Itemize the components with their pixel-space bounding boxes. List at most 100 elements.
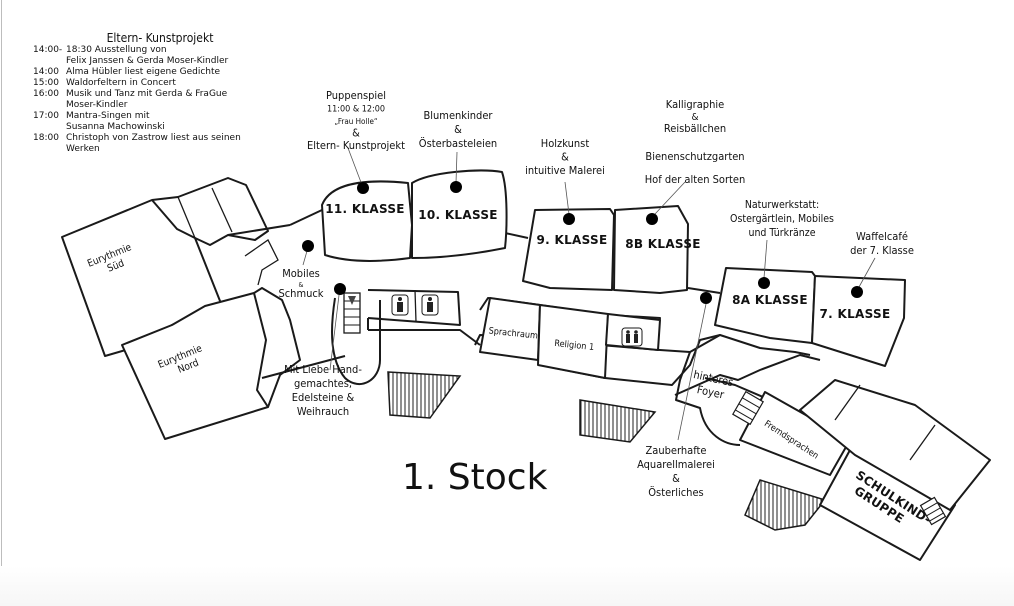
- restroom-icon: [391, 294, 409, 316]
- schedule-heading: Eltern- Kunstprojekt: [107, 31, 214, 45]
- label-line: und Türkränze: [748, 227, 815, 239]
- label-line: 11:00 & 12:00: [327, 105, 385, 115]
- location-dot-icon[interactable]: [302, 240, 314, 252]
- label-line: Österbasteleien: [419, 137, 497, 150]
- schedule-text: Moser-Kindler: [66, 100, 128, 110]
- room-label-7: 7. KLASSE: [820, 307, 891, 321]
- location-dot-icon[interactable]: [563, 213, 575, 225]
- room-label-9: 9. KLASSE: [537, 233, 608, 247]
- stairwell-west: [331, 292, 381, 385]
- label-line: Aquarellmalerei: [637, 458, 715, 471]
- label-line: Weihrauch: [297, 405, 349, 418]
- room-east-upper: [799, 379, 991, 511]
- schedule-text: Alma Hübler liest eigene Gedichte: [66, 67, 220, 77]
- label-line: Zauberhafte: [646, 444, 707, 457]
- label-line: Blumenkinder: [423, 109, 493, 122]
- room-label-11: 11. KLASSE: [325, 202, 405, 216]
- room-label-8a: 8A KLASSE: [732, 293, 808, 307]
- label-line: Ostergärtlein, Mobiles: [730, 213, 834, 225]
- schedule-time: 17:00: [33, 111, 59, 121]
- classroom-8b[interactable]: [613, 205, 689, 294]
- schedule-time: 16:00: [33, 89, 59, 99]
- schedule-time: 15:00: [33, 78, 59, 88]
- floor-title: 1. Stock: [402, 457, 548, 498]
- label-line: der 7. Klasse: [850, 244, 914, 257]
- label-line: Österliches: [648, 486, 703, 499]
- label-line: Holzkunst: [541, 137, 590, 150]
- classroom-11[interactable]: [321, 180, 413, 262]
- location-dot-icon[interactable]: [851, 286, 863, 298]
- label-line: Waffelcafé: [856, 230, 908, 243]
- schedule-text: Werken: [66, 144, 100, 154]
- east-wing: [675, 351, 991, 561]
- label-line: Naturwerkstatt:: [745, 199, 819, 211]
- svg-text:Foyer: Foyer: [696, 383, 726, 402]
- label-handgemachtes: Mit Liebe Hand-gemachtes,Edelsteine &Wei…: [284, 363, 362, 418]
- label-mobiles-schmuck: Mobiles&Schmuck: [278, 267, 323, 300]
- label-line: &: [691, 112, 698, 123]
- location-dot-icon[interactable]: [450, 181, 462, 193]
- hatched-area-west: [387, 371, 462, 419]
- room-eurythmie-nord[interactable]: [121, 292, 269, 440]
- label-line: &: [299, 281, 304, 289]
- label-puppenspiel: Puppenspiel 11:00 & 12:00 „Frau Holle“&Elt…: [307, 89, 405, 152]
- hatched-area-center: [579, 399, 657, 443]
- room-label-8b: 8B KLASSE: [625, 237, 701, 251]
- location-dot-icon[interactable]: [334, 283, 346, 295]
- classroom-10[interactable]: [411, 169, 508, 259]
- room-religion[interactable]: [537, 304, 609, 379]
- label-line: Hof der alten Sorten: [645, 173, 746, 186]
- schedule-time: 14:00-: [33, 45, 62, 55]
- schedule-text: Waldorfeltern in Concert: [66, 78, 176, 88]
- schedule-text: Susanna Machowinski: [66, 122, 165, 132]
- label-line: Mit Liebe Hand-: [284, 363, 362, 376]
- stairs-icon: [919, 496, 947, 526]
- hatched-area-east: [744, 479, 827, 531]
- restroom-icon: [621, 327, 643, 347]
- location-dot-icon[interactable]: [758, 277, 770, 289]
- location-dot-icon[interactable]: [700, 292, 712, 304]
- location-dot-icon[interactable]: [357, 182, 369, 194]
- restroom-icon: [421, 294, 439, 316]
- label-bienenschutzgarten: Bienenschutzgarten: [645, 150, 744, 163]
- stairs-icon: [732, 390, 764, 426]
- label-line: Eltern- Kunstprojekt: [307, 139, 405, 152]
- label-line: &: [672, 472, 680, 485]
- room-label-religion: Religion 1: [554, 339, 595, 353]
- label-line: &: [561, 151, 569, 164]
- west-wing: [61, 177, 301, 440]
- page-border: [1, 0, 2, 606]
- label-line: &: [454, 123, 462, 136]
- label-line: Bienenschutzgarten: [645, 150, 744, 163]
- label-hof-alte-sorten: Hof der alten Sorten: [645, 173, 746, 186]
- classroom-9[interactable]: [522, 208, 615, 291]
- markers: [302, 147, 876, 441]
- schedule-text: Felix Janssen & Gerda Moser-Kindler: [66, 56, 229, 66]
- label-holzkunst: Holzkunst&intuitive Malerei: [525, 137, 605, 177]
- schedule-panel: Eltern- Kunstprojekt 14:00- 18:30 Ausstel…: [33, 31, 241, 154]
- label-line: Edelsteine &: [292, 391, 355, 404]
- room-label-hinteres-foyer: hinteres Foyer: [692, 368, 734, 402]
- stairs-icon: [343, 292, 361, 334]
- label-naturwerkstatt: Naturwerkstatt: Ostergärtlein, Mobiles und…: [730, 199, 834, 239]
- label-line: Puppenspiel: [326, 89, 386, 102]
- schedule-text: Musik und Tanz mit Gerda & FraGue: [66, 89, 228, 99]
- classroom-7[interactable]: [811, 275, 906, 367]
- label-line: gemachtes,: [294, 377, 352, 390]
- label-line: Schmuck: [278, 287, 323, 300]
- label-line: &: [352, 127, 360, 140]
- schedule-text: 18:30 Ausstellung von: [66, 45, 167, 55]
- label-line: „Frau Holle“: [334, 117, 377, 126]
- page-bottom: [0, 566, 1014, 606]
- label-blumenkinder: Blumenkinder&Österbasteleien: [419, 109, 497, 150]
- location-dot-icon[interactable]: [646, 213, 658, 225]
- label-line: intuitive Malerei: [525, 164, 605, 177]
- schedule-text: Mantra-Singen mit: [66, 111, 150, 121]
- schedule-text: Christoph von Zastrow liest aus seinen: [66, 133, 241, 143]
- label-kalligraphie: Kalligraphie&Reisbällchen: [664, 98, 726, 135]
- label-line: Kalligraphie: [666, 98, 724, 111]
- schedule-time: 18:00: [33, 133, 59, 143]
